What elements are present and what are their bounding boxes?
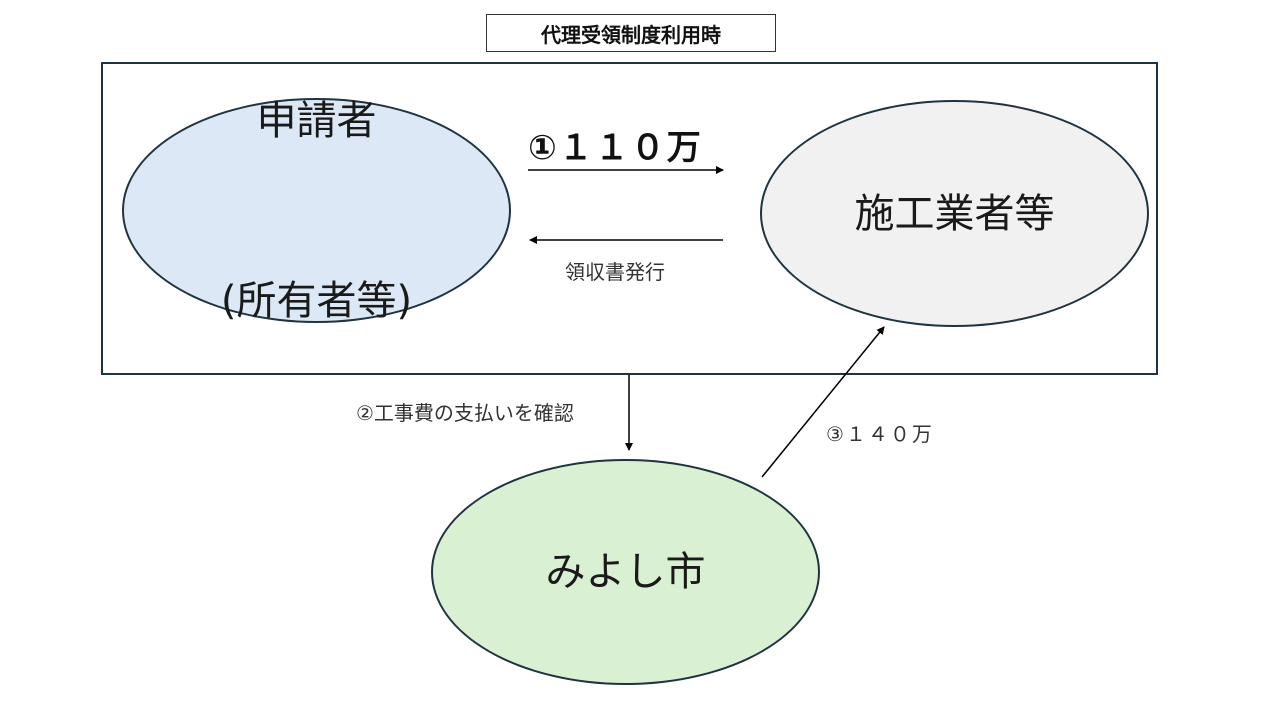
city-node: みよし市 [431,459,820,685]
city-label: みよし市 [545,549,706,595]
contractor-label: 施工業者等 [854,190,1055,237]
payment-amount-label: ①１１０万 [528,128,703,168]
receipt-label: 領収書発行 [565,260,665,284]
subsidy-arrow [761,326,885,478]
contractor-node: 施工業者等 [760,100,1149,327]
diagram-title: 代理受領制度利用時 [486,14,776,52]
transaction-frame [101,62,1158,375]
applicant-sublabel: (所有者等) [220,277,413,324]
payment-confirmation-label: ②工事費の支払いを確認 [356,401,574,425]
applicant-node: 申請者 (所有者等) [122,98,511,324]
applicant-label: 申請者 [256,97,377,144]
subsidy-amount-label: ③１４０万 [826,422,934,446]
